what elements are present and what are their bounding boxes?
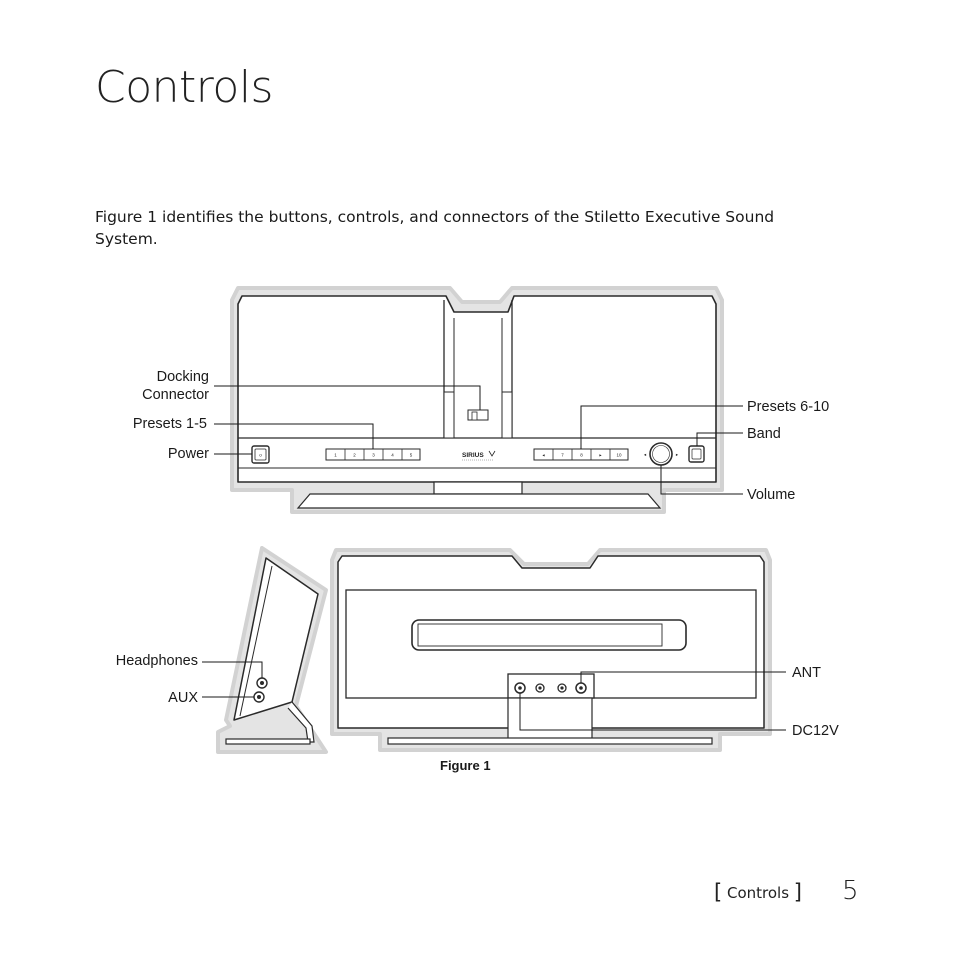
label-headphones: Headphones: [116, 653, 198, 669]
preset-button-label: 3: [372, 453, 375, 458]
svg-text:▸: ▸: [676, 452, 679, 457]
front-view: o 1 2 3 4 5 SIRIUS ◂ 7 8 ▸: [133, 286, 829, 514]
label-presets-6-10: Presets 6-10: [747, 399, 829, 415]
intro-paragraph: Figure 1 identifies the buttons, control…: [95, 208, 775, 248]
rear-view: ANT DC12V: [330, 548, 839, 752]
label-band: Band: [747, 426, 781, 442]
preset-button-label: 1: [334, 453, 337, 458]
page-number: 5: [842, 876, 859, 906]
label-ant: ANT: [792, 665, 821, 681]
preset-button-label: 2: [353, 453, 356, 458]
presets-1-5-group: 1 2 3 4 5: [325, 448, 421, 461]
preset-button-label: 7: [561, 453, 564, 458]
presets-6-10-group: ◂ 7 8 ▸ 10: [533, 448, 629, 461]
label-dc12v: DC12V: [792, 723, 839, 739]
page-title: Controls: [95, 62, 273, 113]
figure-caption: Figure 1: [440, 758, 491, 773]
preset-button-label: 4: [391, 453, 394, 458]
label-docking-line1: Docking: [157, 369, 209, 385]
svg-text:o: o: [259, 453, 262, 458]
label-aux: AUX: [168, 690, 198, 706]
preset-button-label: ◂: [542, 453, 545, 458]
footer-section: [ Controls ]: [713, 880, 802, 904]
preset-button-label: 5: [410, 453, 413, 458]
preset-button-label: 10: [616, 453, 622, 458]
side-view: Headphones AUX: [116, 546, 328, 754]
figure-1-diagram: o 1 2 3 4 5 SIRIUS ◂ 7 8 ▸: [116, 286, 839, 754]
label-power: Power: [168, 446, 209, 462]
label-presets-1-5: Presets 1-5: [133, 416, 207, 432]
preset-button-label: 8: [580, 453, 583, 458]
svg-text:◂: ◂: [644, 452, 647, 457]
label-docking-line2: Connector: [142, 387, 209, 403]
sirius-logo: SIRIUS: [462, 452, 484, 459]
preset-button-label: ▸: [599, 453, 602, 458]
footer-section-label: Controls: [726, 884, 790, 902]
label-volume: Volume: [747, 487, 795, 503]
